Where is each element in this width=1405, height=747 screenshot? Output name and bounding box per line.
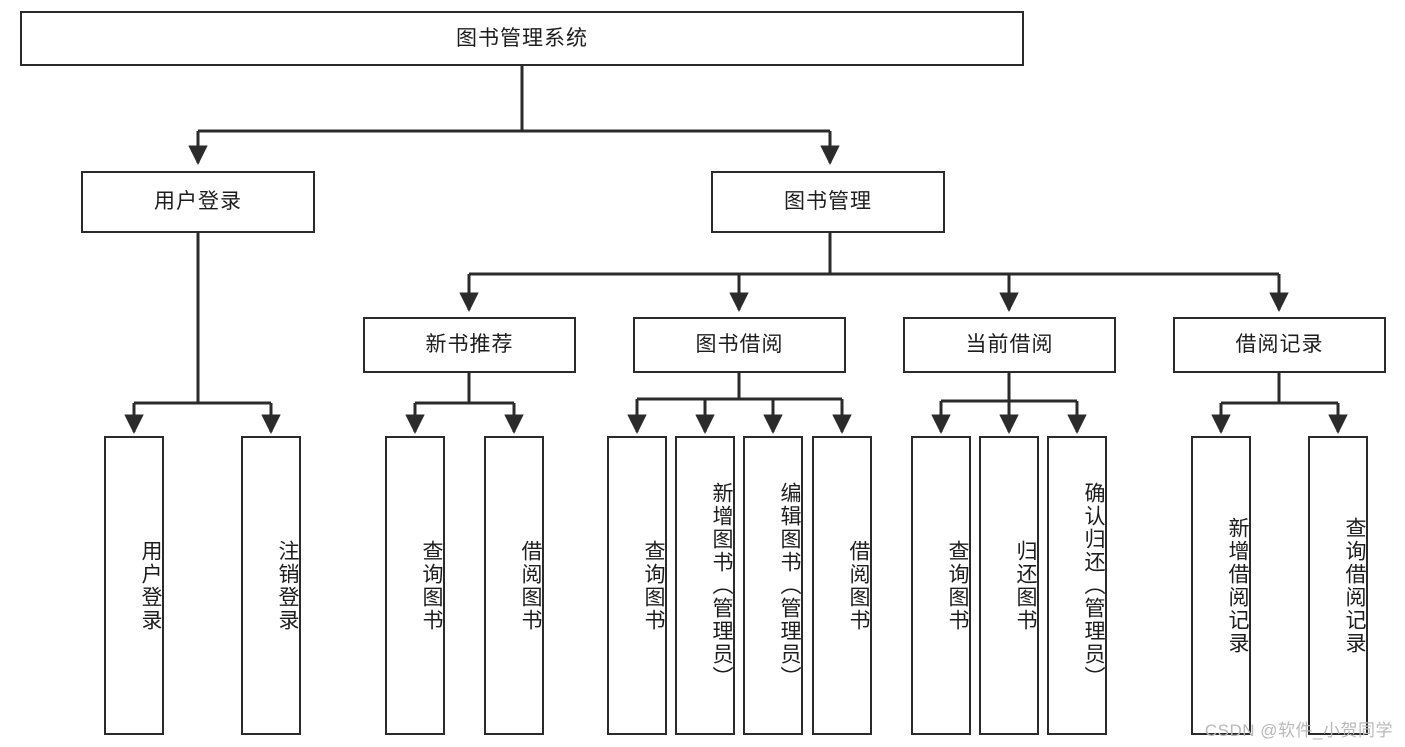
node-leaf-edit-book-admin[interactable]: 编辑图书（管理员） [743,436,803,735]
node-leaf-query-book-3-label: 查询图书 [946,539,969,632]
node-leaf-borrow-book-2-label: 借阅图书 [847,539,870,632]
node-user-login[interactable]: 用户登录 [81,171,315,233]
node-current-borrow-label: 当前借阅 [965,333,1054,357]
node-borrow-records[interactable]: 借阅记录 [1173,317,1386,373]
node-leaf-edit-book-admin-label: 编辑图书（管理员） [778,482,801,689]
node-leaf-return-book[interactable]: 归还图书 [979,436,1039,735]
node-leaf-borrow-book-1[interactable]: 借阅图书 [484,436,544,735]
node-leaf-confirm-return-admin-label: 确认归还（管理员） [1082,482,1105,689]
node-leaf-logout[interactable]: 注销登录 [241,436,301,735]
node-leaf-query-book-1[interactable]: 查询图书 [385,436,445,735]
node-leaf-borrow-book-1-label: 借阅图书 [519,539,542,632]
node-leaf-query-book-2-label: 查询图书 [642,539,665,632]
node-leaf-user-login[interactable]: 用户登录 [104,436,164,735]
node-leaf-query-borrow-record[interactable]: 查询借阅记录 [1308,436,1368,735]
node-book-borrow-label: 图书借阅 [695,333,784,357]
node-leaf-user-login-label: 用户登录 [139,539,162,632]
node-leaf-query-borrow-record-label: 查询借阅记录 [1343,516,1366,655]
node-leaf-add-book-admin-label: 新增图书（管理员） [710,482,733,689]
node-leaf-query-book-2[interactable]: 查询图书 [607,436,667,735]
node-leaf-add-book-admin[interactable]: 新增图书（管理员） [675,436,735,735]
node-leaf-logout-label: 注销登录 [276,539,299,632]
node-leaf-query-book-1-label: 查询图书 [420,539,443,632]
node-leaf-borrow-book-2[interactable]: 借阅图书 [812,436,872,735]
watermark-text: CSDN @软件_小贺同学 [1204,721,1393,740]
node-root-label: 图书管理系统 [456,26,588,50]
node-borrow-records-label: 借阅记录 [1235,333,1324,357]
node-leaf-return-book-label: 归还图书 [1014,539,1037,632]
node-leaf-confirm-return-admin[interactable]: 确认归还（管理员） [1047,436,1107,735]
node-book-management-label: 图书管理 [784,190,872,214]
node-leaf-add-borrow-record[interactable]: 新增借阅记录 [1191,436,1251,735]
node-new-book-recommend-label: 新书推荐 [425,333,514,357]
node-new-book-recommend[interactable]: 新书推荐 [363,317,576,373]
node-book-borrow[interactable]: 图书借阅 [633,317,846,373]
node-book-management[interactable]: 图书管理 [711,171,945,233]
node-user-login-label: 用户登录 [154,190,242,214]
node-leaf-query-book-3[interactable]: 查询图书 [911,436,971,735]
node-root[interactable]: 图书管理系统 [20,11,1024,66]
node-current-borrow[interactable]: 当前借阅 [903,317,1116,373]
node-leaf-add-borrow-record-label: 新增借阅记录 [1226,516,1249,655]
